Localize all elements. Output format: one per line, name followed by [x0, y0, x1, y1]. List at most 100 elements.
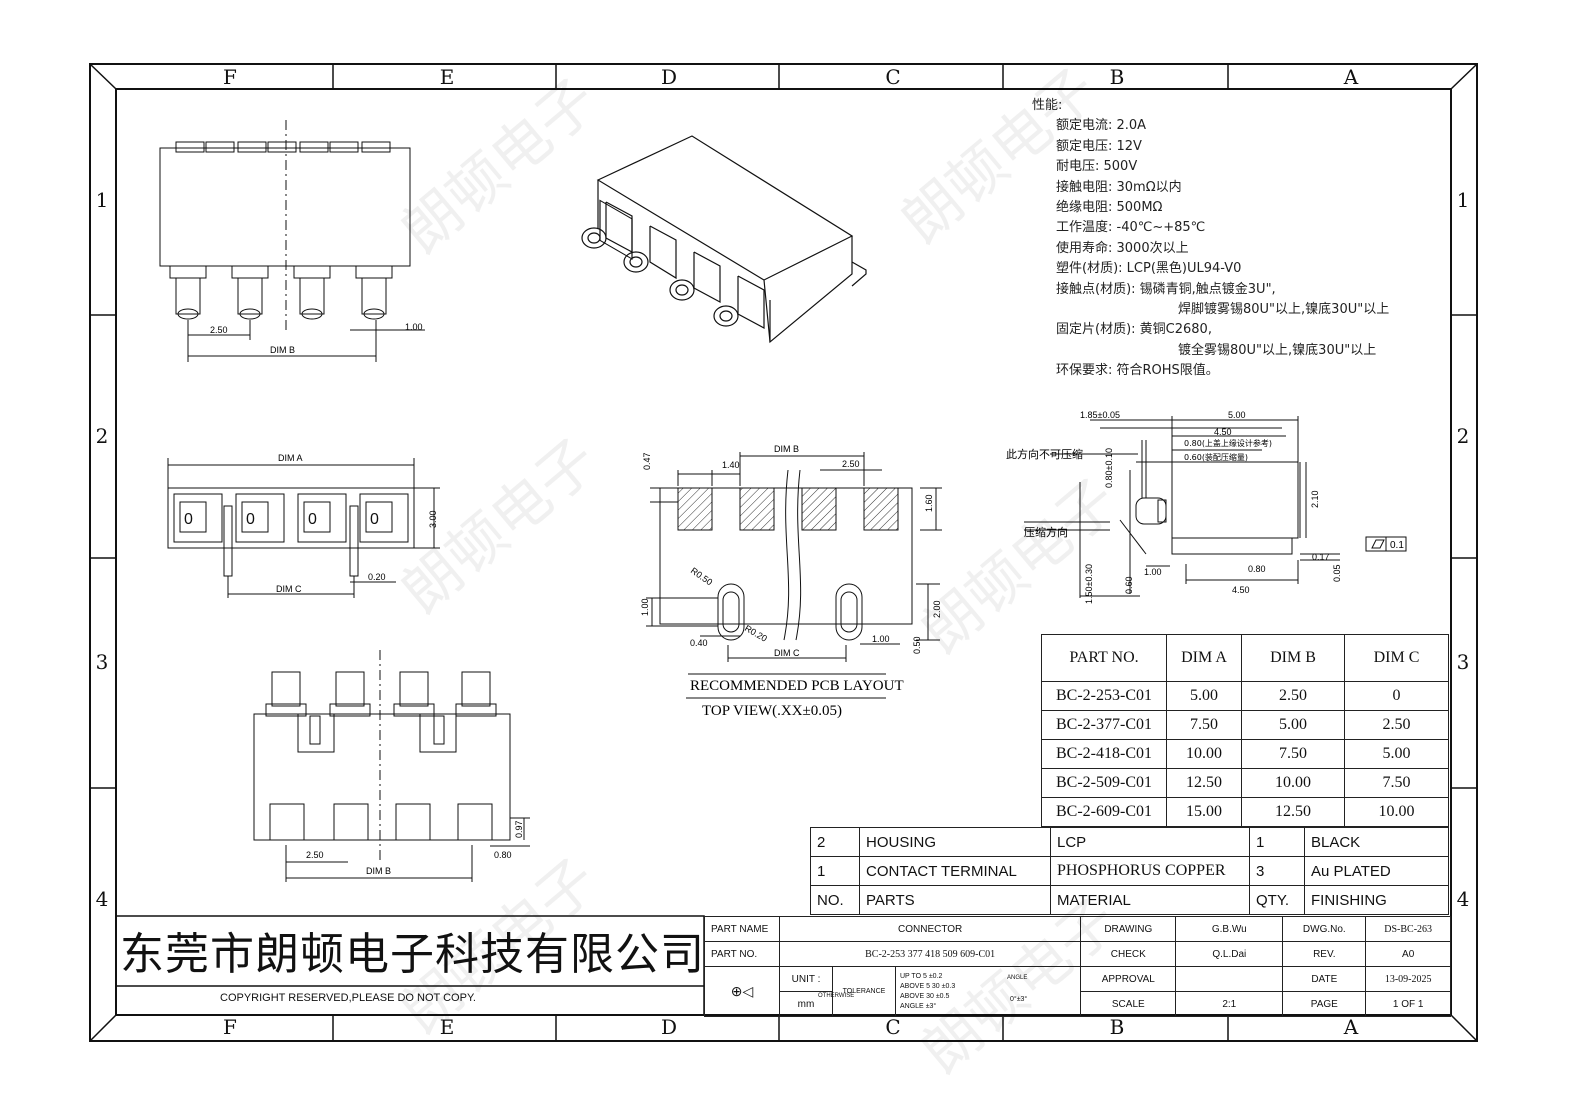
zone-bottom-d: D: [660, 1015, 678, 1039]
projection-symbol: ⊕◁: [704, 966, 780, 1017]
header-part-no: PART NO.: [1041, 634, 1167, 682]
side-d4: 0.80(上盖上缘设计参考): [1184, 438, 1272, 448]
zone-right-1: 1: [1456, 188, 1470, 212]
cell-dim-a: 12.50: [1166, 768, 1242, 798]
zone-top-d: D: [660, 65, 678, 89]
spec-line: 焊脚镀雾锡80U"以上,镍底30U"以上: [1178, 302, 1390, 318]
bom-no: 2: [810, 827, 860, 857]
zone-bottom-c: C: [885, 1015, 901, 1039]
cell-part-no: BC-2-377-C01: [1041, 710, 1167, 740]
approval-label: APPROVAL: [1080, 966, 1177, 992]
isometric-view: [581, 135, 867, 344]
zone-left-1: 1: [95, 188, 109, 212]
side-d1: 1.85±0.05: [1080, 410, 1120, 420]
scale-label: SCALE: [1080, 991, 1177, 1017]
spec-line: 工作温度: -40℃~+85℃: [1056, 220, 1206, 236]
spec-line: 使用寿命: 3000次以上: [1056, 240, 1189, 256]
table-row: BC-2-418-C01 10.00 7.50 5.00: [1041, 739, 1449, 769]
part-name-value: CONNECTOR: [778, 916, 1082, 942]
pcb-dimc-label: DIM C: [774, 648, 800, 658]
page-label: PAGE: [1282, 991, 1367, 1017]
pcb-h3-label: 2.00: [932, 600, 942, 618]
zone-top-a: A: [1343, 65, 1359, 89]
pcb-title: RECOMMENDED PCB LAYOUT: [690, 678, 904, 694]
part-no-value: BC-2-253 377 418 509 609-C01: [778, 941, 1082, 967]
svg-text:0: 0: [370, 511, 379, 528]
pcb-h1-label: 0.47: [642, 452, 652, 470]
zone-right-3: 3: [1456, 650, 1470, 674]
header-dim-a: DIM A: [1166, 634, 1242, 682]
table-row: 1 CONTACT TERMINAL PHOSPHORUS COPPER 3 A…: [810, 856, 1449, 886]
svg-text:0: 0: [246, 511, 255, 528]
spec-line: 环保要求: 符合ROHS限值。: [1056, 363, 1219, 379]
part-no-label: PART NO.: [704, 941, 780, 967]
tol-value: ±0.2: [928, 972, 943, 980]
pcb-subtitle: TOP VIEW(.XX±0.05): [702, 703, 842, 719]
table-row: BC-2-609-C01 15.00 12.50 10.00: [1041, 797, 1449, 827]
table-row: 2 HOUSING LCP 1 BLACK: [810, 827, 1449, 857]
tol-range: ABOVE 30: [900, 992, 934, 1000]
bom-header-material: MATERIAL: [1050, 885, 1250, 915]
bom-qty: 1: [1249, 827, 1305, 857]
tol-value: ±0.3: [941, 982, 956, 990]
cell-part-no: BC-2-609-C01: [1041, 797, 1167, 827]
rev-value: A0: [1365, 941, 1451, 967]
cell-dim-c: 2.50: [1344, 710, 1449, 740]
bottom-pad-label: 0.80: [494, 850, 512, 860]
bom-header-qty: QTY.: [1249, 885, 1305, 915]
cell-dim-c: 0: [1344, 681, 1449, 711]
zone-left-3: 3: [95, 650, 109, 674]
side-label1: 此方向不可压缩: [1006, 447, 1083, 461]
zone-top-f: F: [223, 65, 237, 89]
front-pin-label: 1.00: [405, 322, 423, 332]
bom-part: HOUSING: [859, 827, 1051, 857]
company-name: 东莞市朗顿电子科技有限公司: [120, 929, 705, 980]
tolerance-label: TOLERANCE: [832, 966, 896, 1017]
pcb-w2-label: 0.40: [690, 638, 708, 648]
side-d14: 1.50±0.30: [1084, 564, 1094, 604]
cell-dim-a: 7.50: [1166, 710, 1242, 740]
svg-text:0: 0: [184, 511, 193, 528]
spec-line: 固定片(材质): 黄铜C2680,: [1056, 322, 1212, 338]
tol-range: ANGLE: [900, 1002, 924, 1010]
part-name-label: PART NAME: [704, 916, 780, 942]
date-value: 13-09-2025: [1365, 966, 1451, 992]
pcb-dimb-label: DIM B: [774, 444, 799, 454]
zone-bottom-a: A: [1343, 1015, 1359, 1039]
cell-dim-b: 5.00: [1241, 710, 1345, 740]
zone-top-b: B: [1109, 65, 1125, 89]
side-d7: 2.10: [1310, 490, 1320, 508]
bom-no: 1: [810, 856, 860, 886]
bill-of-materials-table: 2 HOUSING LCP 1 BLACK 1 CONTACT TERMINAL…: [810, 827, 1449, 915]
performance-specs: 性能: 额定电流: 2.0A 额定电压: 12V 耐电压: 500V 接触电阻:…: [1032, 96, 1389, 382]
tol-range: UP TO 5: [900, 972, 927, 980]
cell-part-no: BC-2-418-C01: [1041, 739, 1167, 769]
top-width-label: DIM A: [278, 453, 303, 463]
side-d10: 0.80: [1248, 564, 1266, 574]
otherwise-label: OTHERWISE: [818, 993, 855, 999]
zone-top-e: E: [439, 65, 455, 89]
cell-dim-a: 10.00: [1166, 739, 1242, 769]
cell-dim-c: 5.00: [1344, 739, 1449, 769]
top-view: [167, 458, 440, 598]
drawing-label: DRAWING: [1080, 916, 1177, 942]
tolerance-values: UP TO 5 ±0.2 ABOVE 5 30 ±0.3 ABOVE 30 ±0…: [894, 966, 1082, 1017]
svg-text:0: 0: [308, 511, 317, 528]
zone-bottom-f: F: [223, 1015, 237, 1039]
zone-left-2: 2: [95, 424, 109, 448]
rev-label: REV.: [1282, 941, 1367, 967]
part-number-table: PART NO. DIM A DIM B DIM C BC-2-253-C01 …: [1041, 634, 1449, 827]
tol-value: ±3°: [925, 1002, 937, 1010]
pcb-r1-label: R0.50: [689, 565, 714, 587]
page-value: 1 OF 1: [1365, 991, 1451, 1017]
specs-heading: 性能:: [1032, 98, 1063, 113]
spec-line: 额定电压: 12V: [1056, 138, 1142, 154]
check-label: CHECK: [1080, 941, 1177, 967]
pcb-w3-label: 1.00: [872, 634, 890, 644]
header-dim-c: DIM C: [1344, 634, 1449, 682]
tol-value: ±0.5: [935, 992, 950, 1000]
spec-line: 接触电阻: 30mΩ以内: [1056, 179, 1182, 195]
bom-header-no: NO.: [810, 885, 860, 915]
spec-line: 镀全雾锡80U"以上,镍底30U"以上: [1178, 342, 1377, 358]
